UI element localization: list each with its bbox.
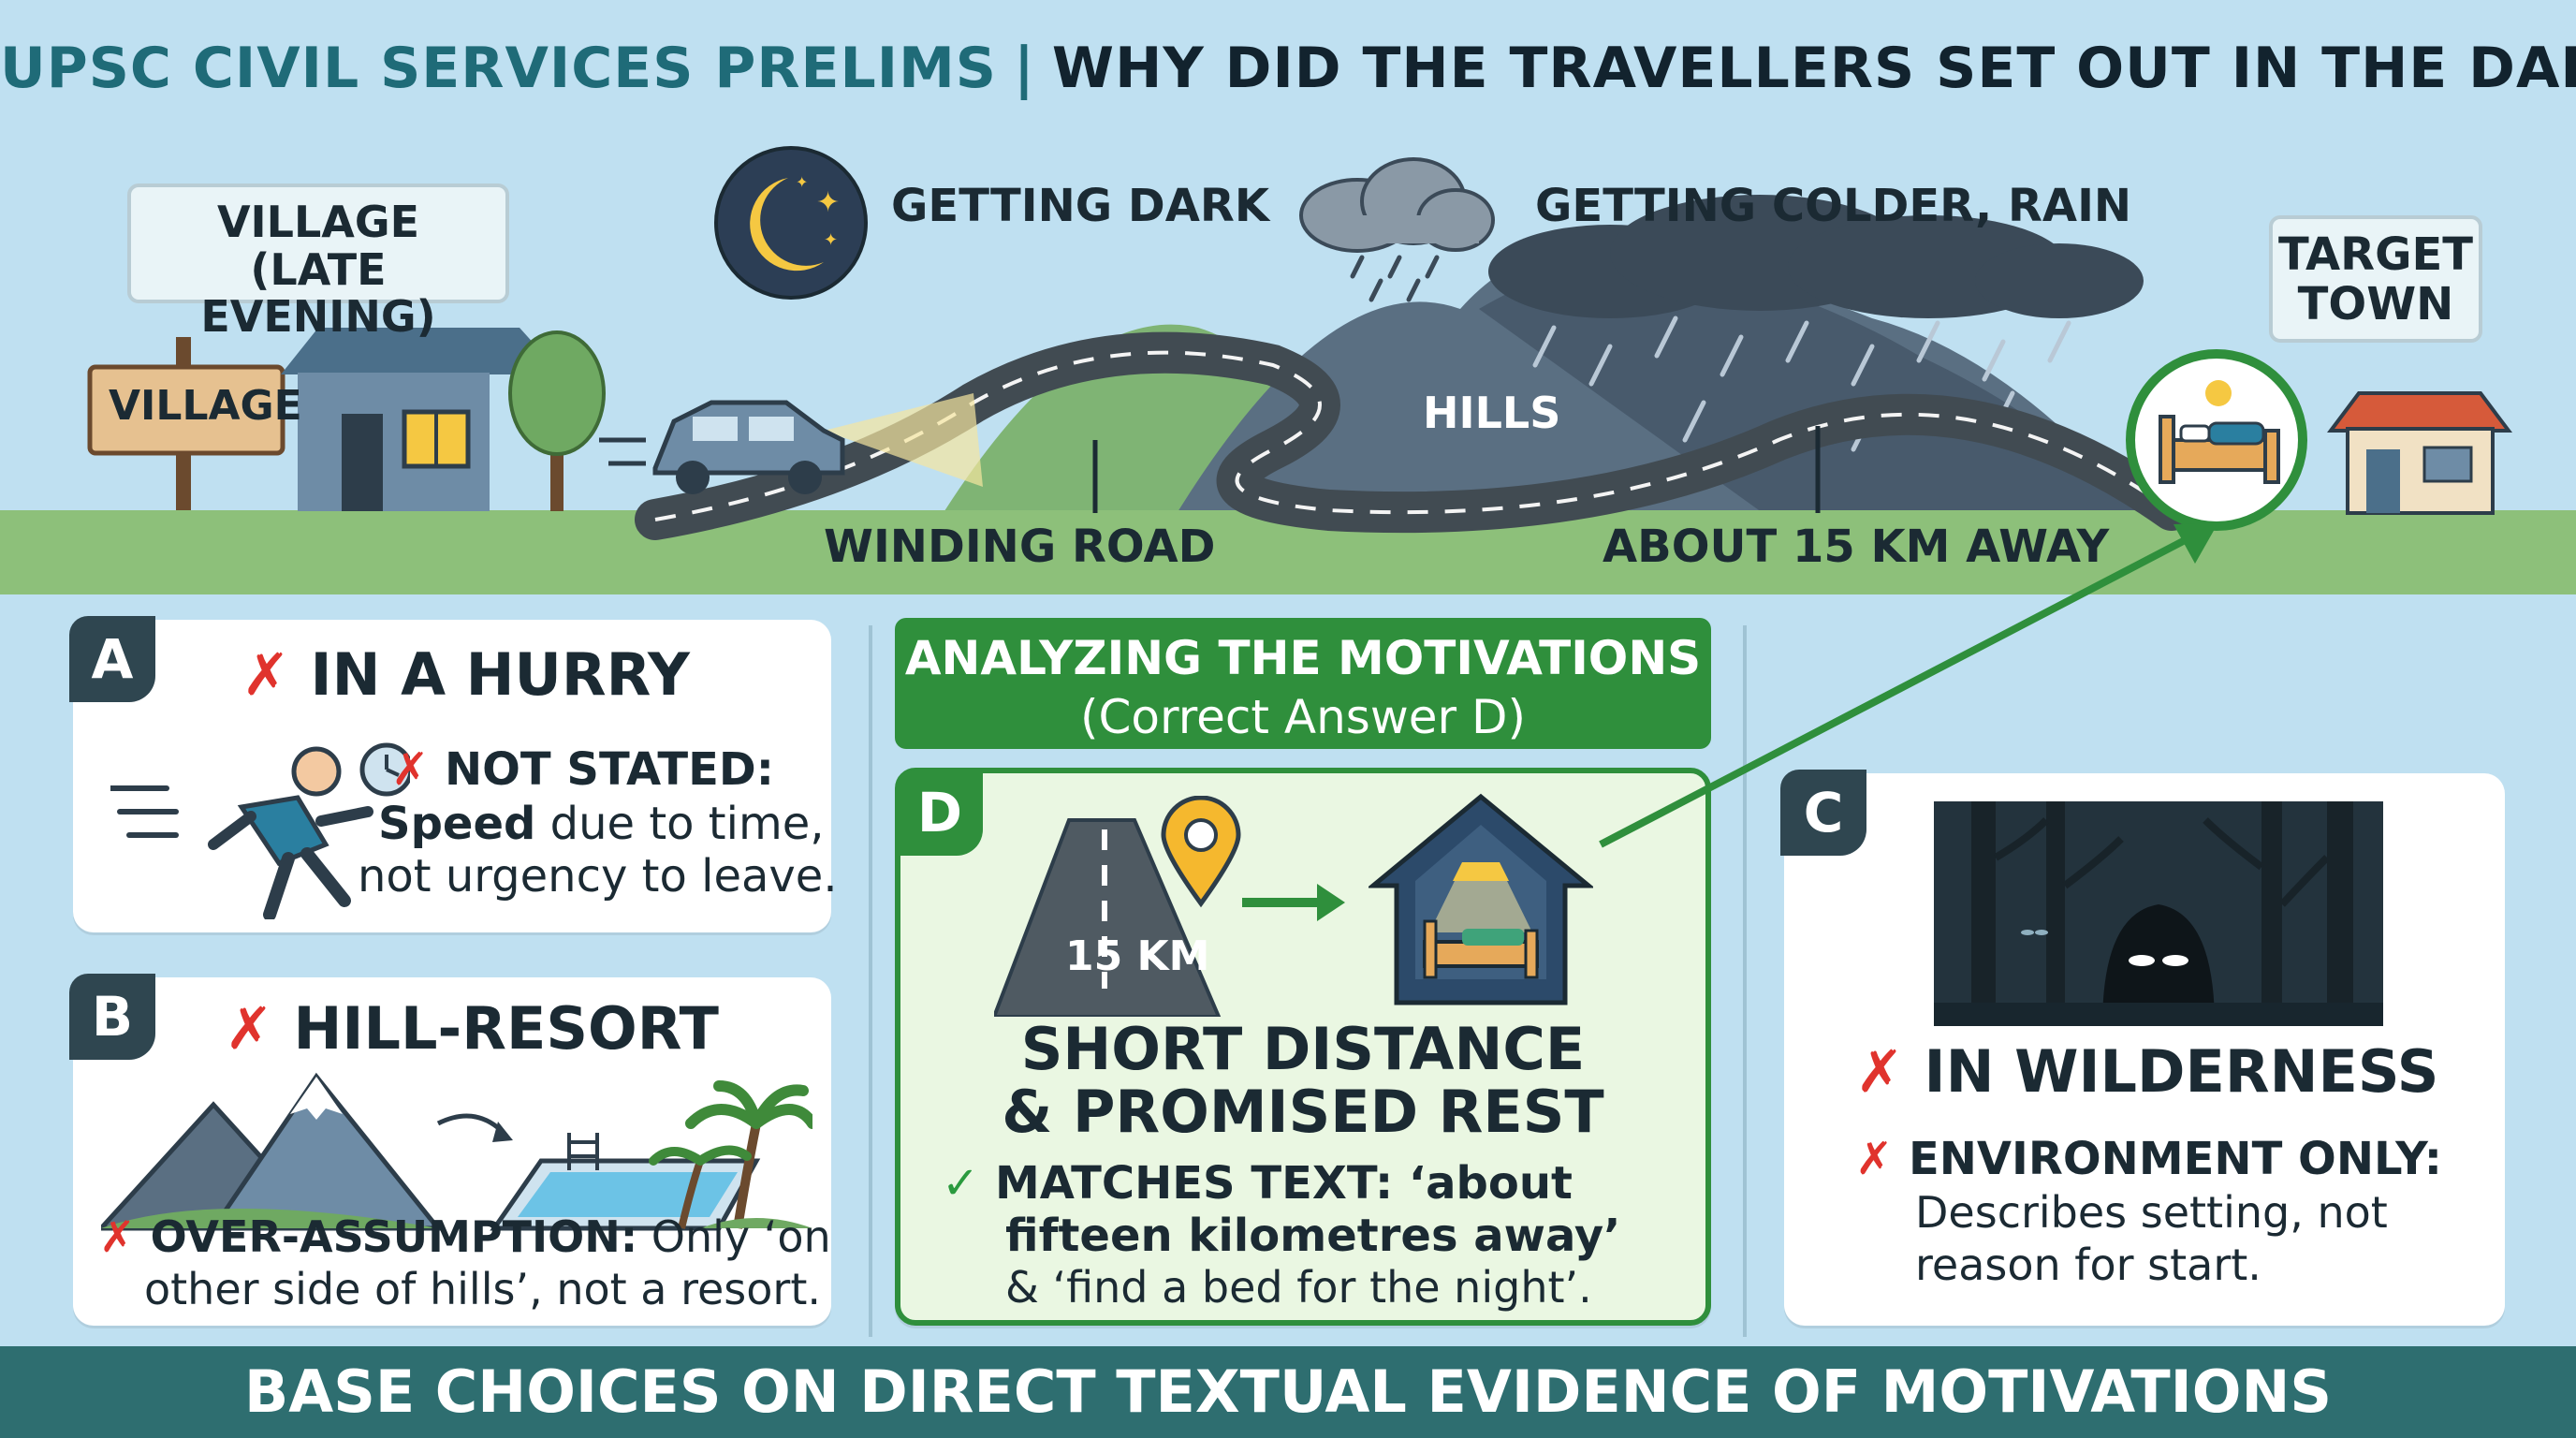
x-icon: ✗ [225, 994, 294, 1063]
hills-label: HILLS [1423, 388, 1561, 438]
option-b-line1: ✗ OVER-ASSUMPTION: Only ‘on [99, 1211, 831, 1262]
arrow-icon [436, 1113, 505, 1135]
cloud-icon [1299, 157, 1495, 302]
running-person-icon [110, 742, 410, 919]
option-c-card: C ✗ IN WILDERNESS ✗ ENVIRONMENT ONLY: De… [1780, 770, 2505, 1326]
scene-illustration: ✦ ✦ ✦ [0, 146, 2576, 594]
headlight-beam [824, 393, 983, 487]
option-d-line3: & ‘find a bed for the night’. [1005, 1262, 1592, 1313]
svg-text:✦: ✦ [816, 186, 840, 219]
check-icon: ✓ [942, 1157, 995, 1210]
option-b-card: B ✗ HILL-RESORT ✗ [69, 974, 831, 1326]
option-b-verdict-text: OVER-ASSUMPTION: [150, 1211, 638, 1262]
x-icon: ✗ [1855, 1133, 1909, 1185]
target-house-icon [2327, 391, 2512, 515]
option-a-badge: A [69, 616, 155, 702]
storm-cloud [1488, 195, 2144, 318]
analysis-header-line1: ANALYZING THE MOTIVATIONS [904, 631, 1702, 685]
title-question: WHY DID THE TRAVELLERS SET OUT IN THE DA… [1051, 36, 2576, 101]
option-c-line2: reason for start. [1915, 1240, 2261, 1290]
option-d-verdict-text: MATCHES TEXT: ‘about [994, 1157, 1573, 1210]
mountains-icon [101, 1072, 444, 1231]
option-d-line2: fifteen kilometres away’ [1005, 1210, 1621, 1262]
road-distance-label: 15 KM [1065, 932, 1210, 980]
map-pin-icon [1161, 796, 1241, 908]
getting-colder-label: GETTING COLDER, RAIN [1535, 180, 2132, 232]
village-label-box: VILLAGE (LATE EVENING) [127, 183, 509, 341]
arrow-icon [1242, 884, 1345, 921]
road-icon [994, 818, 1222, 1017]
village-sign [87, 337, 285, 510]
dark-hill-shade [1479, 257, 2153, 524]
option-a-heading-text: IN A HURRY [310, 640, 690, 709]
option-c-badge: C [1780, 770, 1866, 856]
pool-icon [490, 1133, 761, 1231]
option-a-line1-bold: Speed [378, 798, 536, 850]
analysis-header: ANALYZING THE MOTIVATIONS (Correct Answe… [895, 618, 1711, 749]
option-c-line1: Describes setting, not [1915, 1187, 2388, 1238]
svg-text:✦: ✦ [796, 173, 808, 191]
option-b-line1-rest: Only ‘on [637, 1211, 831, 1262]
resort-illustration [101, 1072, 812, 1231]
option-d-heading: SHORT DISTANCE & PROMISED REST [900, 1015, 1705, 1146]
option-c-verdict: ✗ ENVIRONMENT ONLY: [1855, 1133, 2442, 1185]
x-icon: ✗ [1855, 1037, 1925, 1106]
target-town-box: TARGET TOWN [2269, 215, 2482, 343]
getting-dark-label: GETTING DARK [891, 180, 1270, 232]
village-sign-text: VILLAGE [109, 382, 302, 430]
option-a-verdict-text: NOT STATED: [444, 743, 774, 796]
village-label-line2: (LATE EVENING) [200, 243, 436, 343]
bed-icon [2126, 349, 2307, 531]
option-d-heading-line2: & PROMISED REST [1002, 1077, 1604, 1146]
svg-text:✦: ✦ [824, 230, 838, 250]
option-b-line2: other side of hills’, not a resort. [144, 1264, 821, 1314]
distance-label: ABOUT 15 KM AWAY [1603, 521, 2110, 573]
option-d-card: D 15 KM SHORT DISTANCE & PROMISED REST [895, 768, 1711, 1326]
option-b-heading: ✗ HILL-RESORT [225, 994, 719, 1063]
winding-road-label: WINDING ROAD [824, 521, 1216, 573]
option-d-heading-line1: SHORT DISTANCE [1020, 1015, 1586, 1083]
palm-icon [649, 1080, 812, 1229]
option-a-verdict: ✗ NOT STATED: [391, 743, 774, 796]
option-a-line2: not urgency to leave. [358, 850, 838, 902]
option-a-line1-rest: due to time, [535, 798, 825, 850]
village-label-line1: VILLAGE [216, 197, 420, 247]
option-c-verdict-text: ENVIRONMENT ONLY: [1908, 1133, 2442, 1185]
x-icon: ✗ [391, 743, 445, 796]
option-b-badge: B [69, 974, 155, 1060]
divider-right [1743, 625, 1747, 1337]
bed-house-icon [1368, 793, 1593, 1005]
divider-left [869, 625, 872, 1337]
target-town-line1: TARGET [2277, 228, 2474, 281]
option-b-heading-text: HILL-RESORT [293, 994, 719, 1063]
option-c-heading: ✗ IN WILDERNESS [1855, 1037, 2438, 1106]
option-a-heading: ✗ IN A HURRY [242, 640, 690, 709]
title-prefix: UPSC CIVIL SERVICES PRELIMS [0, 36, 997, 101]
forest-creature-icon [1934, 801, 2383, 1026]
option-d-badge: D [897, 770, 983, 856]
house-icon [281, 328, 562, 511]
tree-icon [508, 330, 606, 511]
title-separator: | [1014, 36, 1035, 101]
option-d-verdict: ✓ MATCHES TEXT: ‘about [942, 1157, 1573, 1210]
target-town-line2: TOWN [2297, 277, 2454, 330]
car-icon [599, 400, 845, 494]
page-title: UPSC CIVIL SERVICES PRELIMS |WHY DID THE … [0, 36, 2576, 101]
analysis-header-line2: (Correct Answer D) [1080, 689, 1526, 744]
option-a-card: A ✗ IN A HURRY ✗ NOT STATED: Speed due t… [69, 616, 838, 932]
x-icon: ✗ [99, 1211, 151, 1262]
option-c-heading-text: IN WILDERNESS [1924, 1037, 2439, 1106]
moon-icon: ✦ ✦ ✦ [714, 146, 868, 300]
option-a-line1: Speed due to time, [378, 798, 825, 850]
correct-answer-arrow [1599, 522, 2218, 848]
x-icon: ✗ [242, 640, 311, 709]
rain [1532, 315, 2071, 452]
footer-banner: BASE CHOICES ON DIRECT TEXTUAL EVIDENCE … [0, 1346, 2576, 1438]
